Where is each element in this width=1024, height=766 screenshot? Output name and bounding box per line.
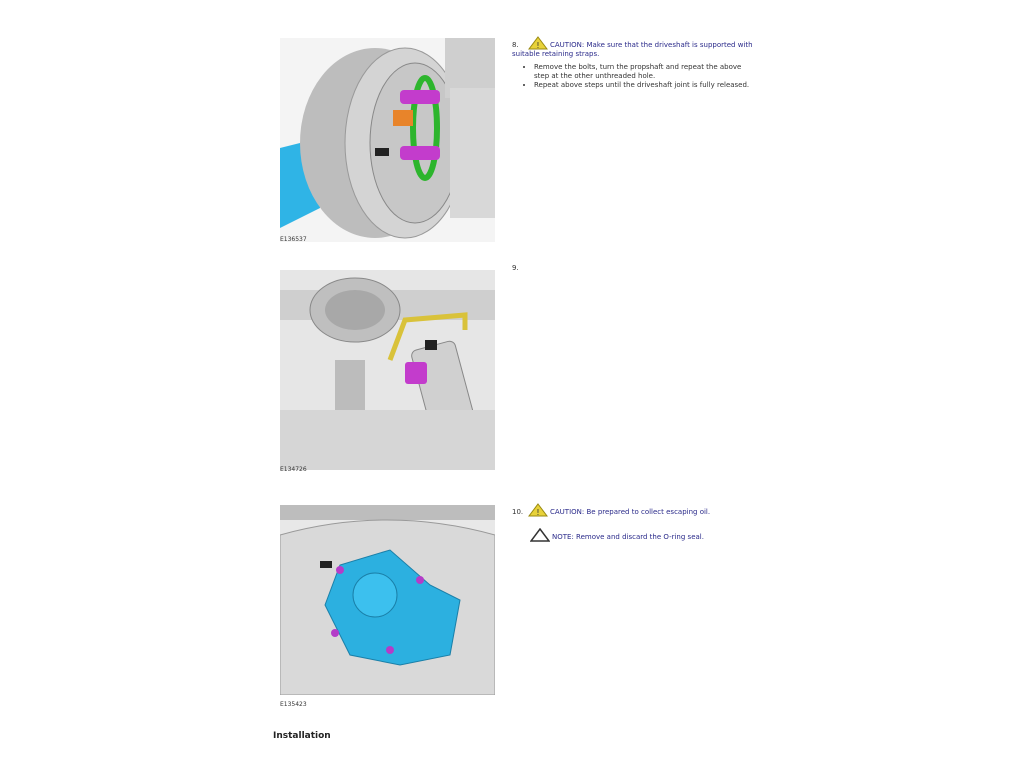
note-triangle-icon — [530, 528, 550, 542]
note-label: NOTE: — [552, 533, 574, 541]
bullet-list: Remove the bolts, turn the propshaft and… — [534, 63, 757, 90]
figure-label: E134726 — [280, 466, 307, 473]
svg-text:!: ! — [536, 508, 539, 517]
step-number: 9. — [512, 264, 519, 272]
step-number: 10. — [512, 508, 524, 516]
caution-text: Make sure that the driveshaft is support… — [512, 41, 753, 58]
step-number: 8. — [512, 41, 519, 49]
note-text: Remove and discard the O-ring seal. — [576, 533, 704, 541]
figure-label: E135423 — [280, 701, 307, 708]
caution-label: CAUTION: — [550, 41, 585, 49]
caution-label: CAUTION: — [550, 508, 585, 516]
figure-pump-unit — [279, 505, 496, 696]
step-10: 10.! CAUTION: Be prepared to collect esca… — [512, 503, 757, 542]
caution-warning-icon: ! — [528, 503, 548, 517]
figure-label: E136537 — [280, 236, 307, 243]
caution-warning-icon: ! — [528, 36, 548, 50]
figure-transfer-case — [280, 270, 495, 470]
list-item: Remove the bolts, turn the propshaft and… — [534, 63, 757, 81]
step-8: 8.! CAUTION: Make sure that the driveshaf… — [512, 36, 757, 90]
list-item: Repeat above steps until the driveshaft … — [534, 81, 757, 90]
figure-driveshaft-flange — [280, 38, 495, 242]
section-heading: Installation — [273, 731, 331, 741]
svg-text:!: ! — [536, 41, 539, 50]
caution-text: Be prepared to collect escaping oil. — [586, 508, 711, 516]
step-9: 9. — [512, 264, 757, 273]
